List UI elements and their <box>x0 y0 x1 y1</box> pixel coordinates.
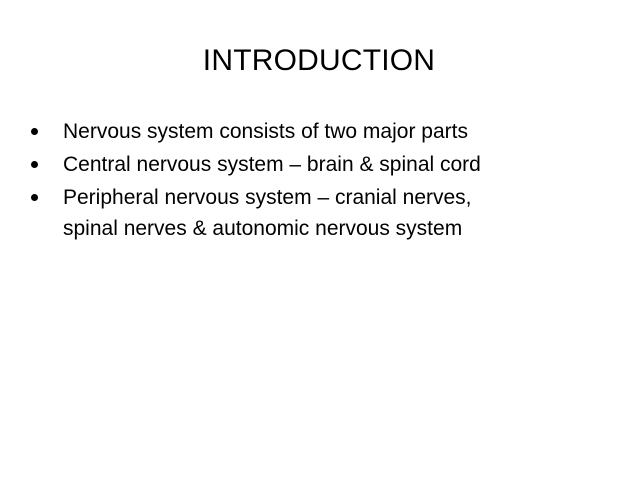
bullet-item-nervous-system: Nervous system consists of two major par… <box>30 116 610 147</box>
bullet-dot-icon <box>31 194 38 201</box>
bullet-text-line-2: spinal nerves & autonomic nervous system <box>63 217 463 240</box>
bullet-text: Central nervous system – brain & spinal … <box>63 153 481 176</box>
bullet-text: Nervous system consists of two major par… <box>63 120 468 143</box>
bullet-dot-icon <box>31 128 38 135</box>
bullet-list: Nervous system consists of two major par… <box>30 116 610 246</box>
bullet-item-central-nervous-system: Central nervous system – brain & spinal … <box>30 149 610 180</box>
bullet-item-peripheral-nervous-system: Peripheral nervous system – cranial nerv… <box>30 182 610 244</box>
bullet-dot-icon <box>31 161 38 168</box>
bullet-text-line-1: Peripheral nervous system – cranial nerv… <box>63 186 472 209</box>
slide-title: INTRODUCTION <box>202 44 436 77</box>
